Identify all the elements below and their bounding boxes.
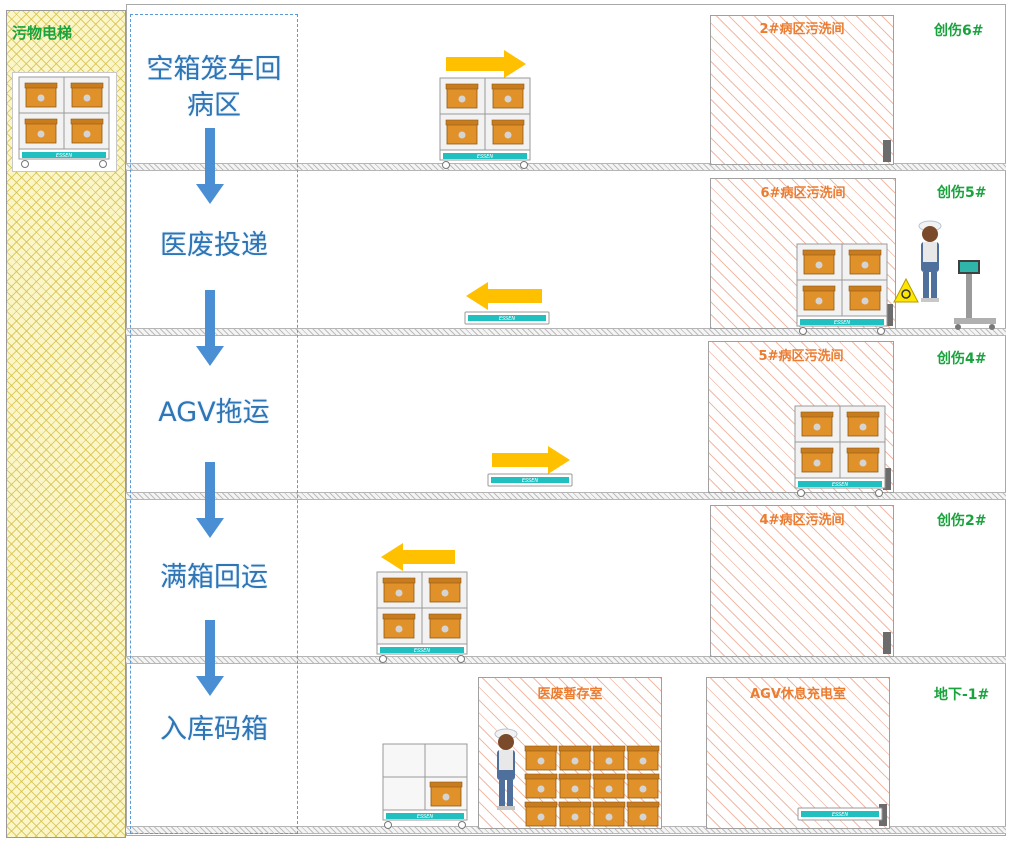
floor-label: 创伤6# bbox=[934, 23, 984, 39]
stacked-waste-boxes bbox=[524, 745, 660, 827]
room-label: AGV休息充电室 bbox=[750, 687, 846, 702]
floor-slab bbox=[126, 492, 1006, 500]
empty-cage-cart bbox=[439, 76, 531, 170]
floor-label: 创伤2# bbox=[937, 513, 987, 529]
room-door bbox=[883, 140, 891, 162]
down-arrow-icon bbox=[196, 462, 224, 538]
right-arrow-icon bbox=[446, 50, 526, 78]
worker-person bbox=[494, 728, 518, 811]
room-door bbox=[879, 804, 887, 826]
step-full-box-return: 满箱回运 bbox=[132, 560, 296, 596]
svg-text:ESSEN: ESSEN bbox=[417, 814, 433, 820]
unloading-cage-cart: ESSEN bbox=[382, 743, 468, 829]
agv-robot-charging bbox=[797, 807, 883, 821]
flow-arrows bbox=[196, 128, 224, 696]
process-steps-frame bbox=[130, 14, 298, 834]
step-waste-delivery: 医废投递 bbox=[132, 228, 296, 264]
room-ward2-dirty-utility bbox=[710, 15, 894, 165]
step-agv-towing: AGV拖运 bbox=[132, 395, 296, 431]
down-arrow-icon bbox=[196, 128, 224, 204]
floor-label: 地下-1# bbox=[934, 687, 990, 703]
room-label: 2#病区污洗间 bbox=[759, 22, 845, 37]
floor-slab bbox=[126, 656, 1006, 664]
room-label: 医废暂存室 bbox=[537, 687, 603, 702]
elevator-cart bbox=[12, 72, 117, 172]
floor-label: 创伤5# bbox=[937, 185, 987, 201]
elevator-label: 污物电梯 bbox=[12, 24, 73, 42]
room-label: 4#病区污洗间 bbox=[759, 513, 845, 528]
nurse-person bbox=[918, 220, 942, 303]
step-return-empty-cart: 空箱笼车回 病区 bbox=[132, 52, 296, 124]
cage-cart-loading bbox=[796, 242, 888, 336]
biohazard-icon bbox=[893, 278, 919, 303]
agv-robot bbox=[487, 473, 573, 487]
full-cage-cart bbox=[794, 404, 886, 498]
full-cage-cart bbox=[376, 570, 468, 664]
building-outline bbox=[126, 4, 1006, 836]
room-door bbox=[883, 468, 891, 490]
floor-slab bbox=[126, 328, 1006, 336]
floor-label: 创伤4# bbox=[937, 351, 987, 367]
room-label: 5#病区污洗间 bbox=[758, 349, 844, 364]
left-arrow-icon bbox=[381, 543, 455, 571]
room-agv-charging bbox=[706, 677, 890, 829]
down-arrow-icon bbox=[196, 620, 224, 696]
room-door bbox=[883, 632, 891, 654]
step-storage-stacking: 入库码箱 bbox=[132, 712, 296, 748]
room-ward4-dirty-utility bbox=[710, 505, 894, 657]
room-label: 6#病区污洗间 bbox=[760, 186, 846, 201]
agv-robot bbox=[464, 311, 550, 325]
floor-slab bbox=[126, 163, 1006, 171]
weighing-scale-terminal bbox=[954, 260, 996, 330]
room-door bbox=[885, 304, 893, 326]
right-arrow-icon bbox=[492, 446, 570, 474]
down-arrow-icon bbox=[196, 290, 224, 366]
left-arrow-icon bbox=[466, 282, 542, 310]
